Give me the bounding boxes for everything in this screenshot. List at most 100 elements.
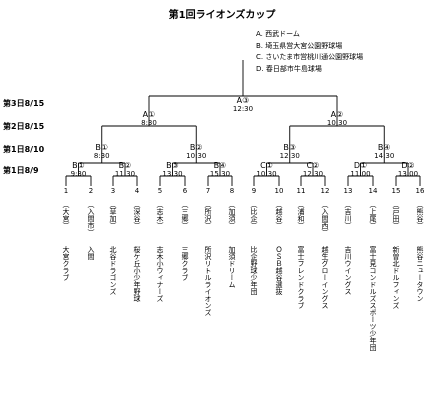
team-name: 大宮クラブ <box>62 246 70 281</box>
team-name: 北谷ドラゴンズ <box>109 246 117 295</box>
team-name: 志木小ウィナーズ <box>156 246 164 302</box>
team-number: 8 <box>229 187 235 195</box>
team-number: 1 <box>63 187 69 195</box>
page-title: 第1回ライオンズカップ <box>168 10 276 21</box>
match-venue: B② <box>189 143 203 152</box>
team-region: （深谷） <box>133 201 141 229</box>
team-name: 加須ドリーム <box>228 246 236 288</box>
team-region: （吉川） <box>344 201 352 229</box>
team-name: 入間 <box>87 246 95 260</box>
match-venue: B② <box>118 161 132 170</box>
team-number: 9 <box>251 187 257 195</box>
team-region: （加須） <box>228 201 236 229</box>
team-region: （越谷） <box>275 201 283 229</box>
team-name: 所沢リトルライオンズ <box>204 246 212 316</box>
match-time: 10:30 <box>186 152 207 160</box>
venue-legend-item: C. さいたま市営桃川通公園野球場 <box>256 53 364 61</box>
team-number: 12 <box>320 187 330 195</box>
venue-legend: A. 西武ドーム B. 埼玉県営大宮公園野球場 C. さいたま市営桃川通公園野球… <box>256 29 442 75</box>
match-venue: B① <box>95 143 109 152</box>
team-number: 15 <box>391 187 401 195</box>
day-label-round1b: 第1日8/10 <box>3 145 45 154</box>
match-time: 14:30 <box>374 152 395 160</box>
match-venue: B③ <box>283 143 297 152</box>
team-region: （草加） <box>109 201 117 229</box>
team-number: 10 <box>274 187 284 195</box>
match-time: 12:30 <box>279 152 300 160</box>
team-number: 11 <box>296 187 306 195</box>
match-venue: B④ <box>213 161 227 170</box>
team-region: （戸田） <box>392 201 400 229</box>
team-region: （入間市） <box>87 201 95 236</box>
day-label-round2: 第2日8/15 <box>3 122 45 131</box>
team-number: 7 <box>205 187 211 195</box>
team-number: 6 <box>182 187 188 195</box>
match-venue: A③ <box>236 96 250 105</box>
team-region: （熊谷） <box>416 201 424 229</box>
team-region: （上尾） <box>369 201 377 229</box>
team-name: 三郷クラブ <box>181 246 189 281</box>
team-number: 5 <box>157 187 163 195</box>
match-venue: C① <box>260 161 273 170</box>
venue-legend-item: A. 西武ドーム <box>256 30 300 38</box>
match-venue: A① <box>142 110 156 119</box>
team-region: （所沢） <box>204 201 212 229</box>
team-number: 3 <box>110 187 116 195</box>
team-number: 13 <box>343 187 353 195</box>
team-name: ＯＳＢ越谷選抜 <box>275 246 283 295</box>
team-number: 4 <box>134 187 140 195</box>
team-region: （志木） <box>156 201 164 229</box>
match-venue: D② <box>401 161 415 170</box>
venue-legend-item: B. 埼玉県営大宮公園野球場 <box>256 41 343 50</box>
team-name: 越生グローイングス <box>321 246 329 309</box>
match-venue: B① <box>72 161 85 170</box>
team-region: （浦和） <box>297 201 305 229</box>
team-region: （大宮） <box>62 201 70 229</box>
match-venue: B④ <box>377 143 391 152</box>
match-venue: A② <box>330 110 344 119</box>
day-label-round3: 第3日8/15 <box>3 99 45 108</box>
match-time: 8:30 <box>93 152 110 160</box>
match-time: 9:30 <box>70 170 87 178</box>
team-region: （入間西） <box>321 201 329 236</box>
team-name: 比企野球少年団 <box>250 246 258 295</box>
match-time: 12:30 <box>302 170 324 178</box>
match-venue: D① <box>353 161 368 170</box>
team-name: 富士フレンドクラブ <box>297 246 305 309</box>
team-name: 吉川ウイングス <box>344 246 352 295</box>
team-name: 熊谷ニュータウン <box>416 246 424 302</box>
match-time: 13:00 <box>397 170 419 178</box>
team-number: 14 <box>368 187 378 195</box>
team-name: 新曽北ドルフィンズ <box>392 246 400 309</box>
match-venue: C② <box>306 161 320 170</box>
day-label-round1a: 第1日8/9 <box>3 166 39 175</box>
match-time: 13:30 <box>162 170 183 178</box>
team-region: （比企） <box>250 201 258 229</box>
match-time: 8:30 <box>141 119 157 127</box>
team-name: 富士見コンドルズスポーツ少年団 <box>369 246 377 351</box>
team-number: 16 <box>415 187 425 195</box>
match-time: 10:30 <box>326 119 348 127</box>
match-time: 12:30 <box>232 105 254 113</box>
match-time: 15:30 <box>209 170 231 178</box>
team-name: 桜ケ丘小少年野球 <box>133 246 141 302</box>
team-number: 2 <box>88 187 94 195</box>
match-time: 11:00 <box>350 170 371 178</box>
match-time: 10:30 <box>256 170 277 178</box>
venue-legend-item: D. 春日部市牛島球場 <box>256 64 322 73</box>
